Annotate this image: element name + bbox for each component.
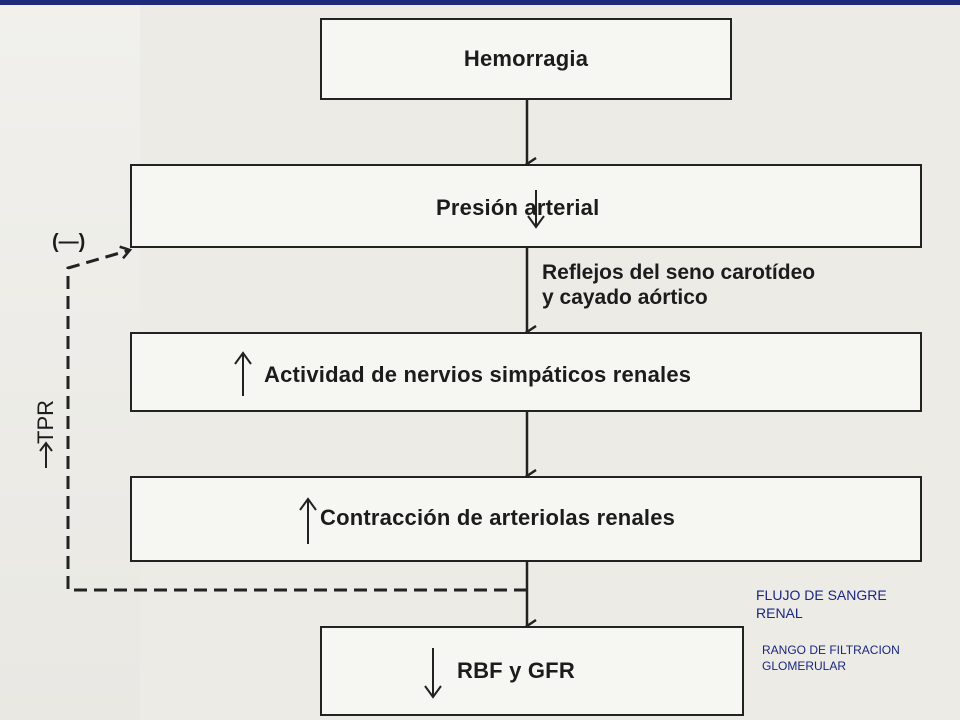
down-arrow-icon [424, 648, 442, 699]
top-accent-bar [0, 0, 960, 5]
box-presion-arterial-label: Presión arterial [436, 195, 600, 220]
box-rbf-gfr-label: RBF y GFR [457, 658, 575, 683]
feedback-sign: (—) [52, 231, 86, 253]
annotation-rango-filtracion: RANGO DE FILTRACION GLOMERULAR [762, 643, 900, 673]
box-rbf-gfr: RBF y GFR [320, 626, 744, 716]
tpr-label: TPR [33, 400, 58, 444]
up-arrow-icon [234, 351, 252, 396]
box-contraccion-arteriolas-label: Contracción de arteriolas renales [320, 505, 676, 530]
box-hemorragia: Hemorragia [320, 18, 732, 100]
box-contraccion-arteriolas: Contracción de arteriolas renales [130, 476, 922, 562]
tpr-rotated-group: TPR [24, 398, 68, 468]
feedback-dashed-loop [66, 250, 527, 592]
box-hemorragia-label: Hemorragia [463, 46, 589, 71]
up-arrow-icon [299, 497, 317, 544]
reflejos-label: Reflejos del seno carotídeo y cayado aór… [542, 261, 816, 309]
box-presion-arterial: Presión arterial [130, 164, 922, 248]
annotation-flujo-sangre: FLUJO DE SANGRE RENAL [756, 587, 887, 621]
page-background [0, 5, 140, 720]
box-actividad-nervios: Actividad de nervios simpáticos renales [130, 332, 922, 412]
up-arrow-icon [39, 441, 53, 468]
box-actividad-nervios-label: Actividad de nervios simpáticos renales [264, 362, 692, 387]
down-arrow-icon [527, 190, 545, 229]
